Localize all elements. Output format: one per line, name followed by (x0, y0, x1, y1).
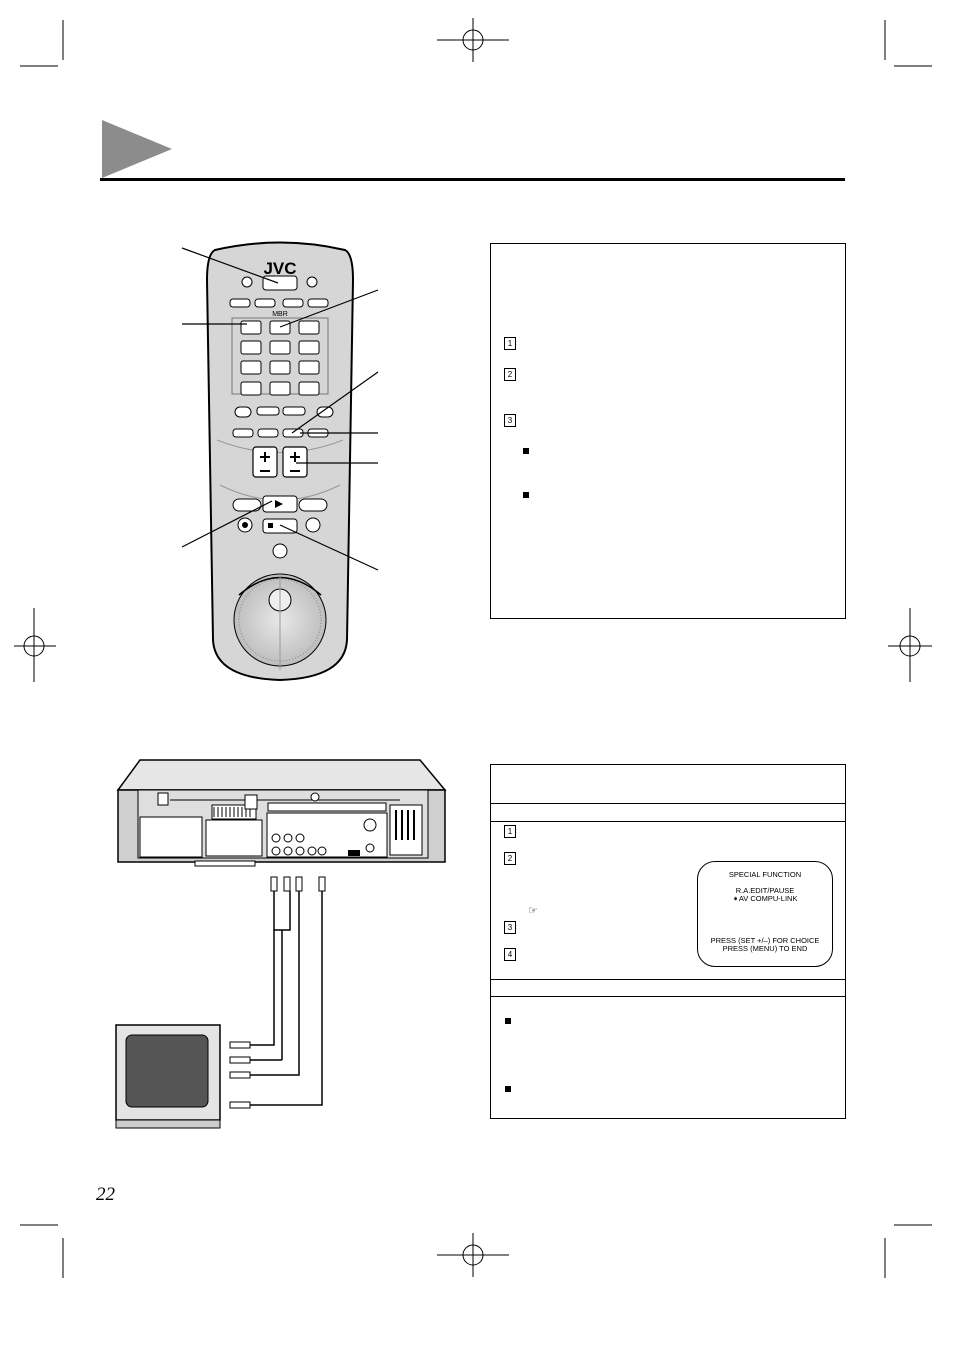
remote-control-illustration: JVC MBR (205, 241, 355, 682)
remote-mbr-label: MBR (272, 311, 288, 318)
divider-line (491, 979, 845, 980)
onscreen-display-special-function: SPECIAL FUNCTION R.A.EDIT/PAUSE ➧AV COMP… (697, 861, 833, 967)
bullet-icon (523, 492, 529, 498)
step-number-2: 2 (504, 852, 516, 865)
osd-option-ra-edit: R.A.EDIT/PAUSE (735, 885, 795, 895)
osd-instruction-end: PRESS (MENU) TO END (722, 944, 808, 953)
selection-pointer-icon: ➧ (732, 894, 739, 903)
divider-line (491, 996, 845, 997)
step-number-4: 4 (504, 948, 516, 961)
bullet-icon (505, 1018, 511, 1024)
osd-option-av-compulink: ➧AV COMPU-LINK (732, 894, 798, 903)
step-number-3: 3 (504, 921, 516, 934)
step-number-1: 1 (504, 337, 516, 350)
bullet-icon (505, 1086, 511, 1092)
osd-instruction-choice: PRESS (SET +/–) FOR CHOICE (710, 935, 820, 945)
info-box-remote: 1 2 3 (490, 243, 846, 619)
heading-rule (100, 178, 845, 181)
vcr-tv-connection-diagram (115, 759, 447, 1129)
divider-line (491, 821, 845, 822)
page-number: 22 (96, 1184, 115, 1205)
step-number-2: 2 (504, 368, 516, 381)
step-number-3: 3 (504, 414, 516, 427)
osd-title: SPECIAL FUNCTION (728, 870, 802, 879)
heading-triangle-icon (102, 120, 172, 178)
pointing-hand-icon: ☞ (528, 905, 538, 917)
divider-line (491, 803, 845, 804)
remote-brand-logo: JVC (263, 259, 296, 278)
bullet-icon (523, 448, 529, 454)
remote-leader-lines (181, 247, 379, 571)
step-number-1: 1 (504, 825, 516, 838)
